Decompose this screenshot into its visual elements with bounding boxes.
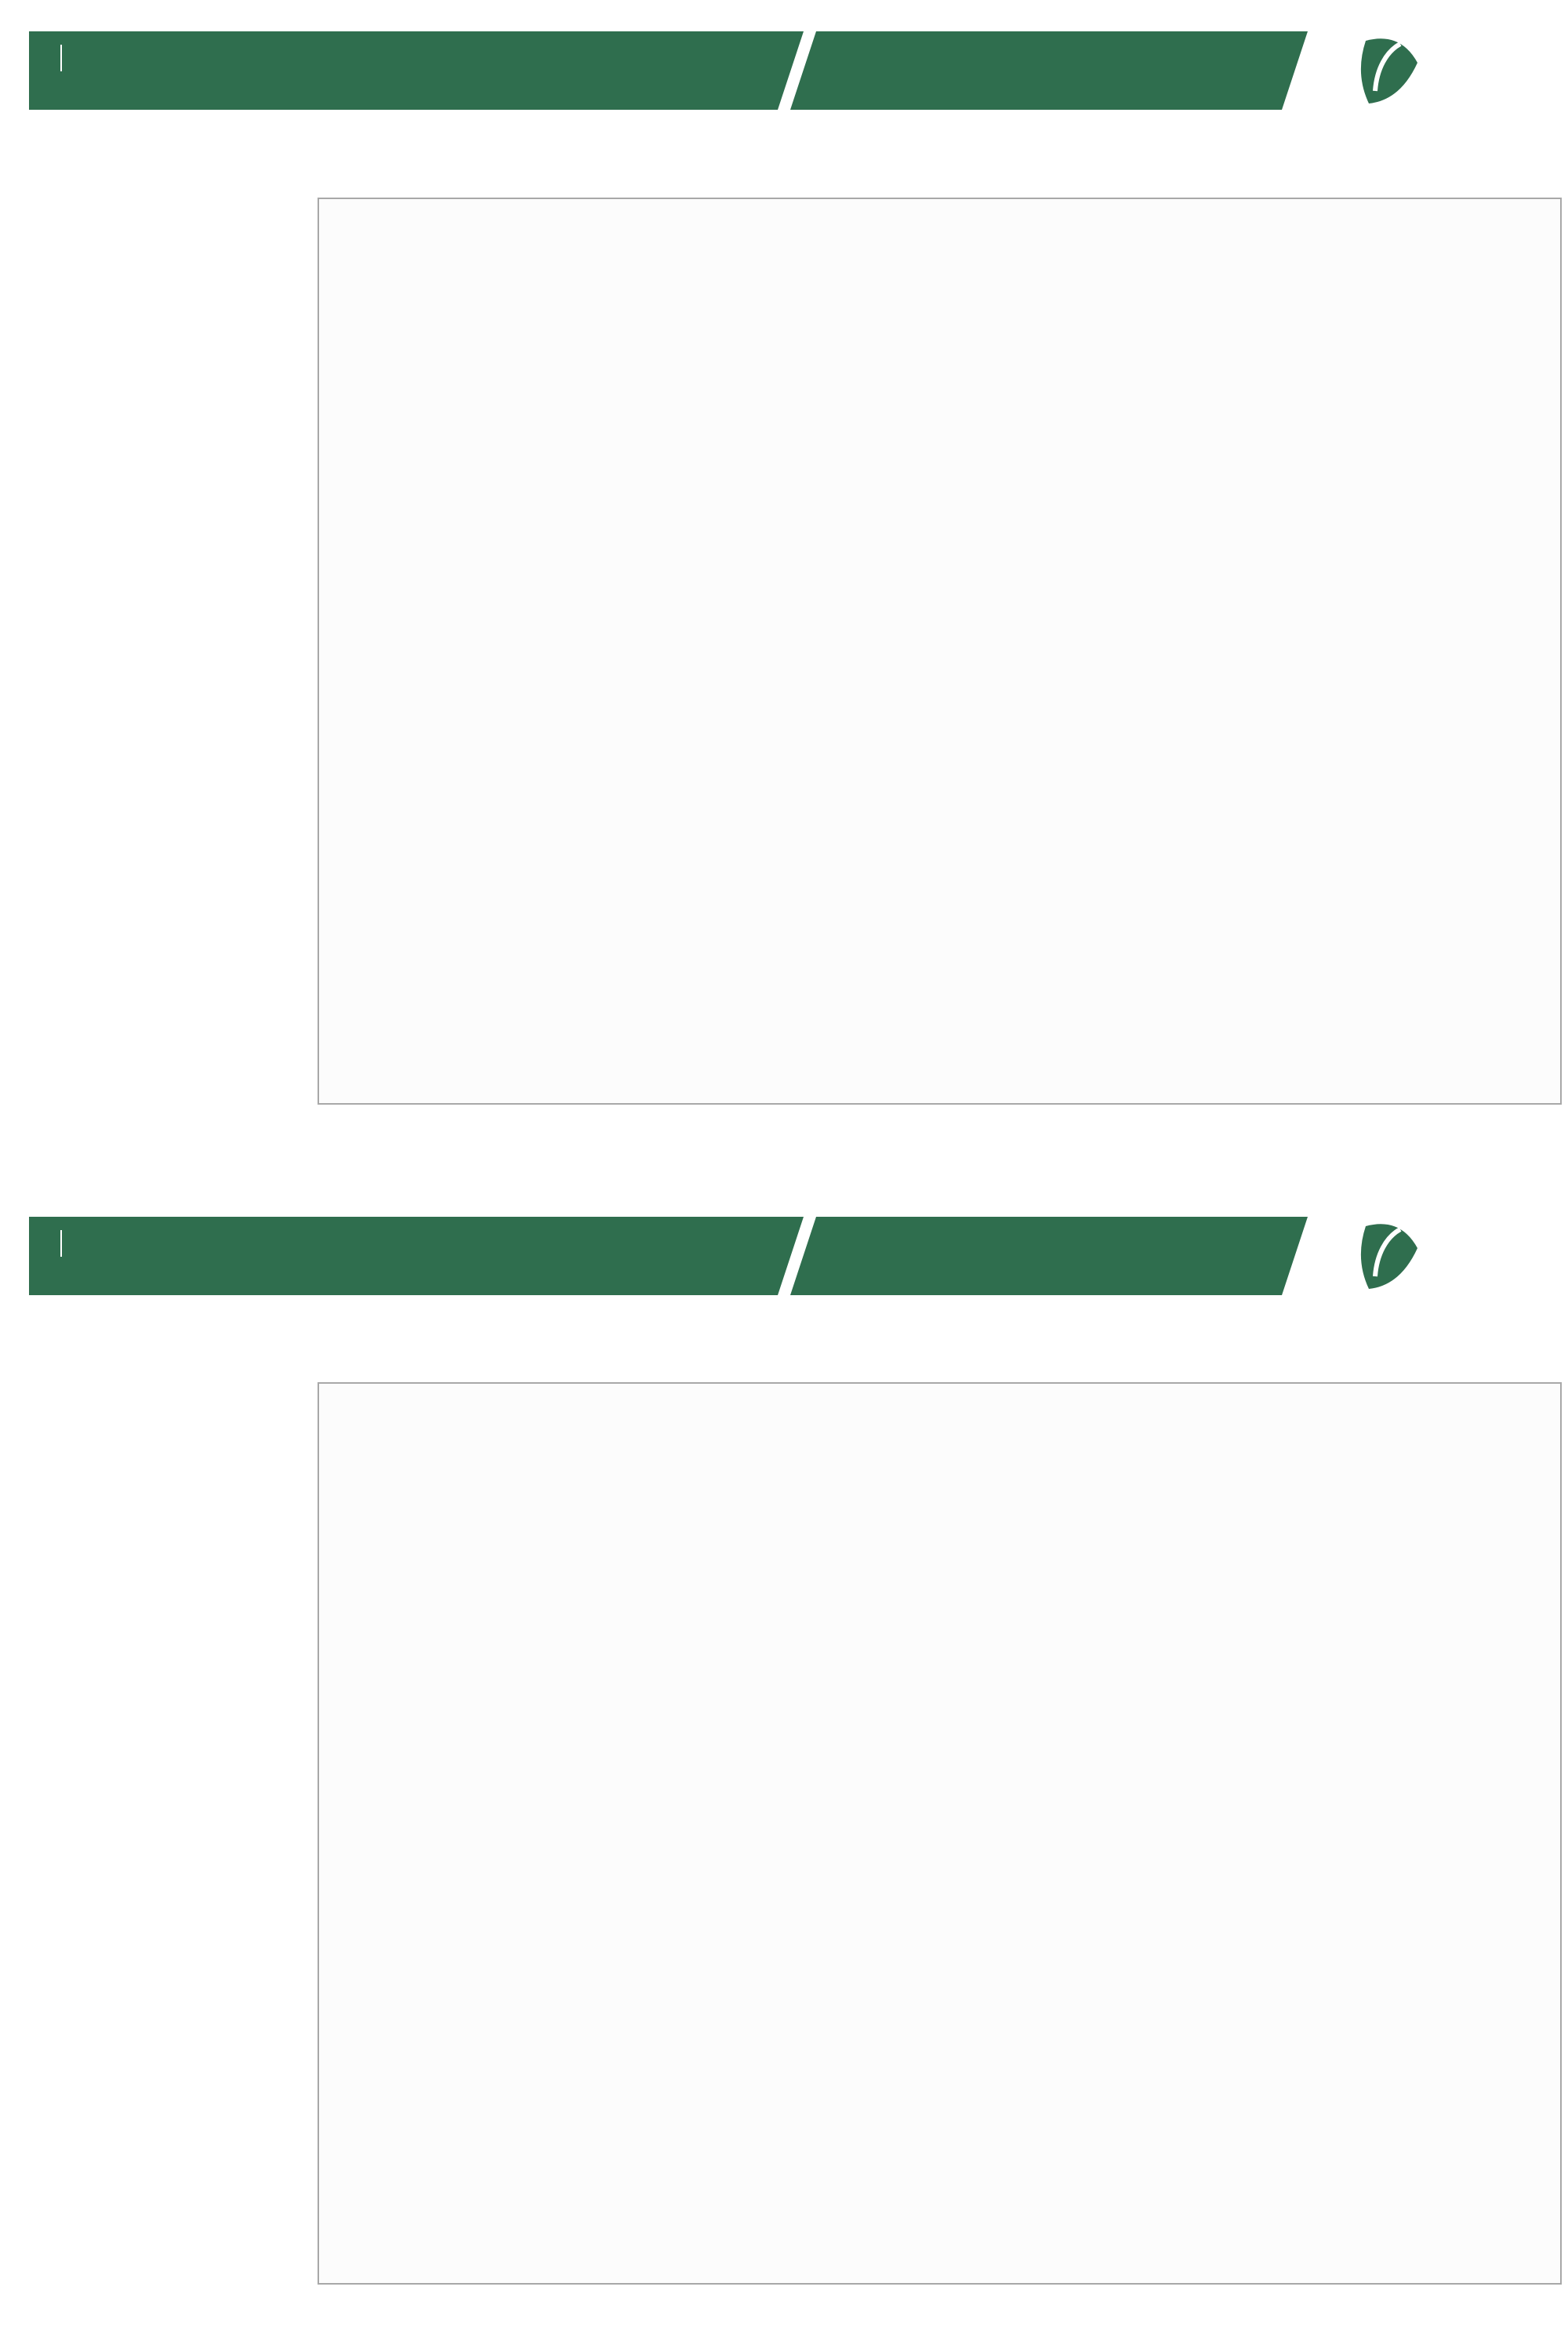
pcd-accessibility-map [319, 1384, 1560, 2283]
panel1-map-frame [318, 198, 1562, 1105]
adif-logo-mark [1360, 38, 1417, 103]
title-divider [60, 1230, 62, 1257]
adif-logo [1348, 1210, 1560, 1301]
panel2-address-bar [790, 1217, 1308, 1295]
panel1-header-bar [29, 31, 804, 110]
panel1-address-bar [790, 31, 1308, 110]
panel1-title-row [46, 42, 76, 75]
title-divider [60, 45, 62, 71]
panel2-title-row [46, 1228, 76, 1261]
adif-logo [1348, 25, 1560, 115]
panel2-header-bar [29, 1217, 804, 1295]
panel2-map-frame [318, 1382, 1562, 2285]
planta0-map [319, 199, 1560, 1103]
